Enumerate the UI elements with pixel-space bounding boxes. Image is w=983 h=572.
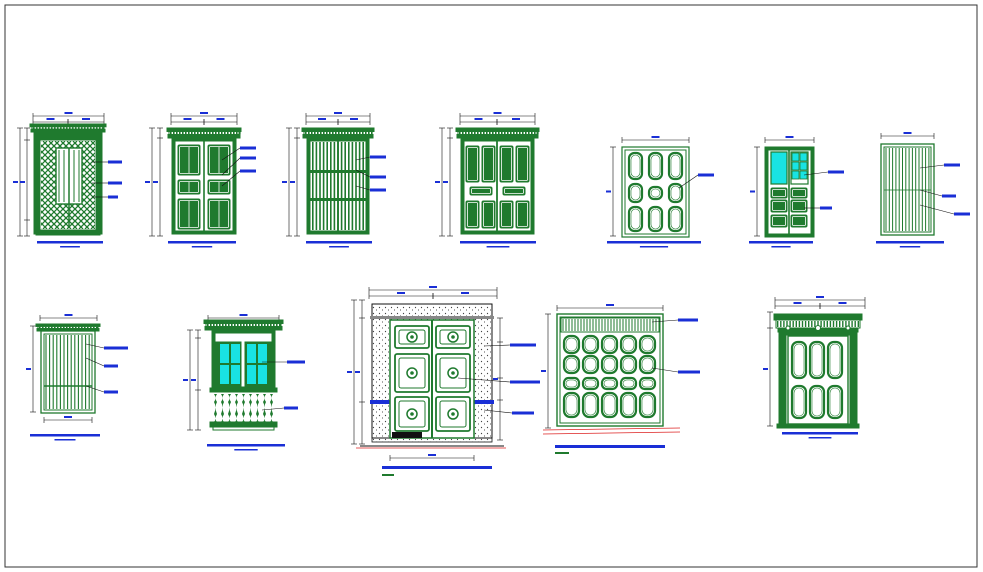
door-lattice bbox=[13, 112, 122, 248]
door-six-panel-cornice bbox=[145, 112, 256, 248]
door-glazed-upper bbox=[749, 136, 844, 248]
window-balcony-railing bbox=[183, 314, 305, 451]
door-carved-double-wall bbox=[347, 286, 540, 476]
sheet-border bbox=[4, 4, 978, 568]
door-ornate-portal bbox=[763, 296, 866, 439]
door-vertical-bars bbox=[282, 112, 386, 248]
door-wide-garage-panels bbox=[541, 304, 700, 454]
door-tall-panels-cornice bbox=[435, 112, 540, 248]
door-slatted-small bbox=[26, 314, 128, 441]
door-oval-panels bbox=[606, 136, 714, 248]
door-slatted bbox=[876, 132, 970, 248]
door-elevations bbox=[13, 112, 970, 476]
